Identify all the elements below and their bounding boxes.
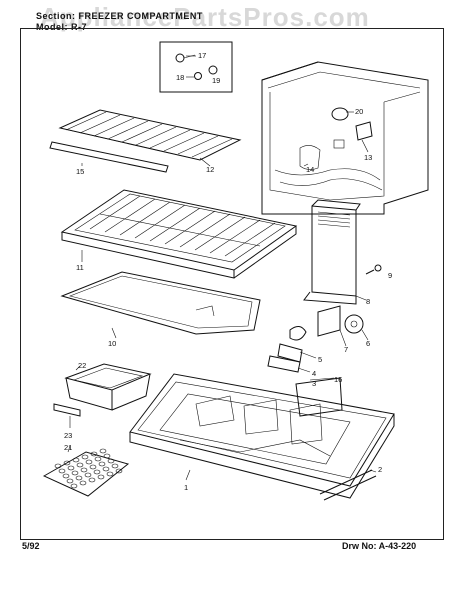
inset-box-fasteners [159,41,233,93]
ice-tray-cell [97,474,105,480]
ice-tray-cell [115,468,123,474]
ice-bin [64,363,152,411]
bin-handle [53,403,81,417]
callout-15: 15 [76,167,84,176]
callout-10: 10 [108,339,116,348]
footer-date: 5/92 [22,541,40,551]
ice-tray-cell [58,468,66,474]
ice-tray-cell [111,463,119,469]
ice-tray-cell [88,477,96,483]
ice-tray-cell [80,467,88,473]
ice-tray-cell [76,462,84,468]
callout-9: 9 [388,271,392,280]
callout-7: 7 [344,345,348,354]
callout-23: 23 [64,431,72,440]
ice-tray-cell [63,460,71,466]
callout-8: 8 [366,297,370,306]
callout-18: 18 [176,73,184,82]
diagram-frame [20,28,444,540]
model-label: Model: [36,22,68,32]
callout-2: 2 [378,465,382,474]
ice-tray-cell [89,464,97,470]
callout-22: 22 [78,361,86,370]
model-header: Model: R-7 [36,22,87,32]
callout-11: 11 [76,263,84,272]
freezer-cabinet [261,61,429,215]
ice-tray [42,448,130,497]
callout-5: 5 [318,355,322,364]
ice-tray-cell [107,458,115,464]
callout-20: 20 [355,107,363,116]
fan-assembly [277,305,364,363]
ice-tray-cell [81,454,89,460]
callout-14: 14 [306,165,314,174]
shelf-panel [60,271,261,335]
ice-tray-cell [106,471,114,477]
section-value: FREEZER COMPARTMENT [78,11,203,21]
callout-19: 19 [212,76,220,85]
callout-12: 12 [206,165,214,174]
ice-tray-cell [99,448,107,454]
section-label: Section: [36,11,76,21]
callout-6: 6 [366,339,370,348]
callout-1: 1 [184,483,188,492]
ice-tray-cell [79,480,87,486]
ice-tray-cell [71,470,79,476]
ice-tray-cell [102,466,110,472]
ice-tray-cell [54,463,62,469]
ice-tray-cell [103,453,111,459]
evaporator-cover [303,199,382,305]
leader-lines [67,55,377,481]
footer-drawing-number: Drw No: A-43-220 [342,541,417,551]
callout-labels: 17 18 19 20 13 14 15 12 11 9 8 10 6 7 5 … [64,51,392,492]
callout-4: 4 [312,369,316,378]
ice-tray-cell [90,451,98,457]
freezer-floor-liner [129,373,395,501]
ice-tray-cell [72,457,80,463]
callout-17: 17 [198,51,206,60]
model-value: R-7 [71,22,88,32]
callout-13: 13 [364,153,372,162]
ice-tray-cell [84,472,92,478]
ice-tray-cell [93,469,101,475]
ice-tray-cell [67,465,75,471]
bracket [267,355,301,373]
wire-shelf [49,109,242,173]
callout-3: 3 [312,379,316,388]
ice-tray-cell [70,483,78,489]
section-header: Section: FREEZER COMPARTMENT [36,11,203,21]
ice-tray-cell [94,456,102,462]
ice-tray-cell [75,475,83,481]
watermark: AppliancePartsPros.com [40,2,370,32]
callout-16: 16 [334,375,342,384]
callout-21: 21 [64,443,72,452]
ice-tray-cell [66,478,74,484]
ice-tray-cell [62,473,70,479]
freezer-shelf [60,189,298,279]
ice-tray-cell [85,459,93,465]
ice-tray-cell [98,461,106,467]
